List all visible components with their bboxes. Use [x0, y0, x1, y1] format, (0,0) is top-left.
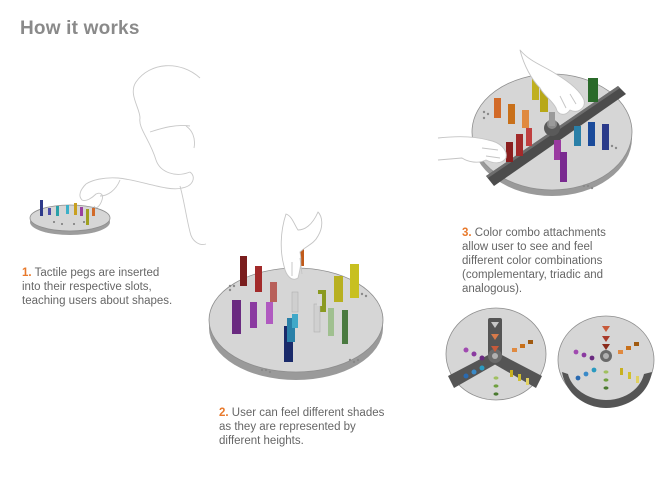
complementary-attachment-board: [445, 307, 547, 401]
hand-line-drawing: [79, 65, 207, 245]
step-1-number: 1.: [22, 267, 32, 279]
triadic-attachment-board: [557, 315, 655, 408]
attachment-hands: [437, 49, 585, 164]
large-board-illustration: [208, 211, 384, 380]
attachment-board-pegs: [494, 74, 609, 182]
small-board-illustration: [29, 65, 207, 245]
attachment-board-illustration: [437, 49, 633, 196]
step-2-number: 2.: [219, 407, 229, 419]
complementary-pegs: [463, 322, 533, 396]
step-3-number: 3.: [462, 227, 472, 239]
large-board-hand: [280, 211, 323, 280]
large-board-braille: [228, 284, 368, 374]
step-1-description: 1. Tactile pegs are inserted into their …: [22, 266, 202, 308]
page-title: How it works: [20, 18, 140, 39]
step-2-text: User can feel different shades as they a…: [219, 407, 385, 447]
step-3-text: Color combo attachments allow user to se…: [462, 227, 606, 295]
attachment-board-braille: [482, 110, 618, 190]
triadic-pegs: [573, 326, 639, 390]
step-3-description: 3. Color combo attachments allow user to…: [462, 226, 652, 296]
small-board-pegs: [40, 200, 95, 225]
step-1-text: Tactile pegs are inserted into their res…: [22, 267, 173, 307]
step-2-description: 2. User can feel different shades as the…: [219, 406, 409, 448]
